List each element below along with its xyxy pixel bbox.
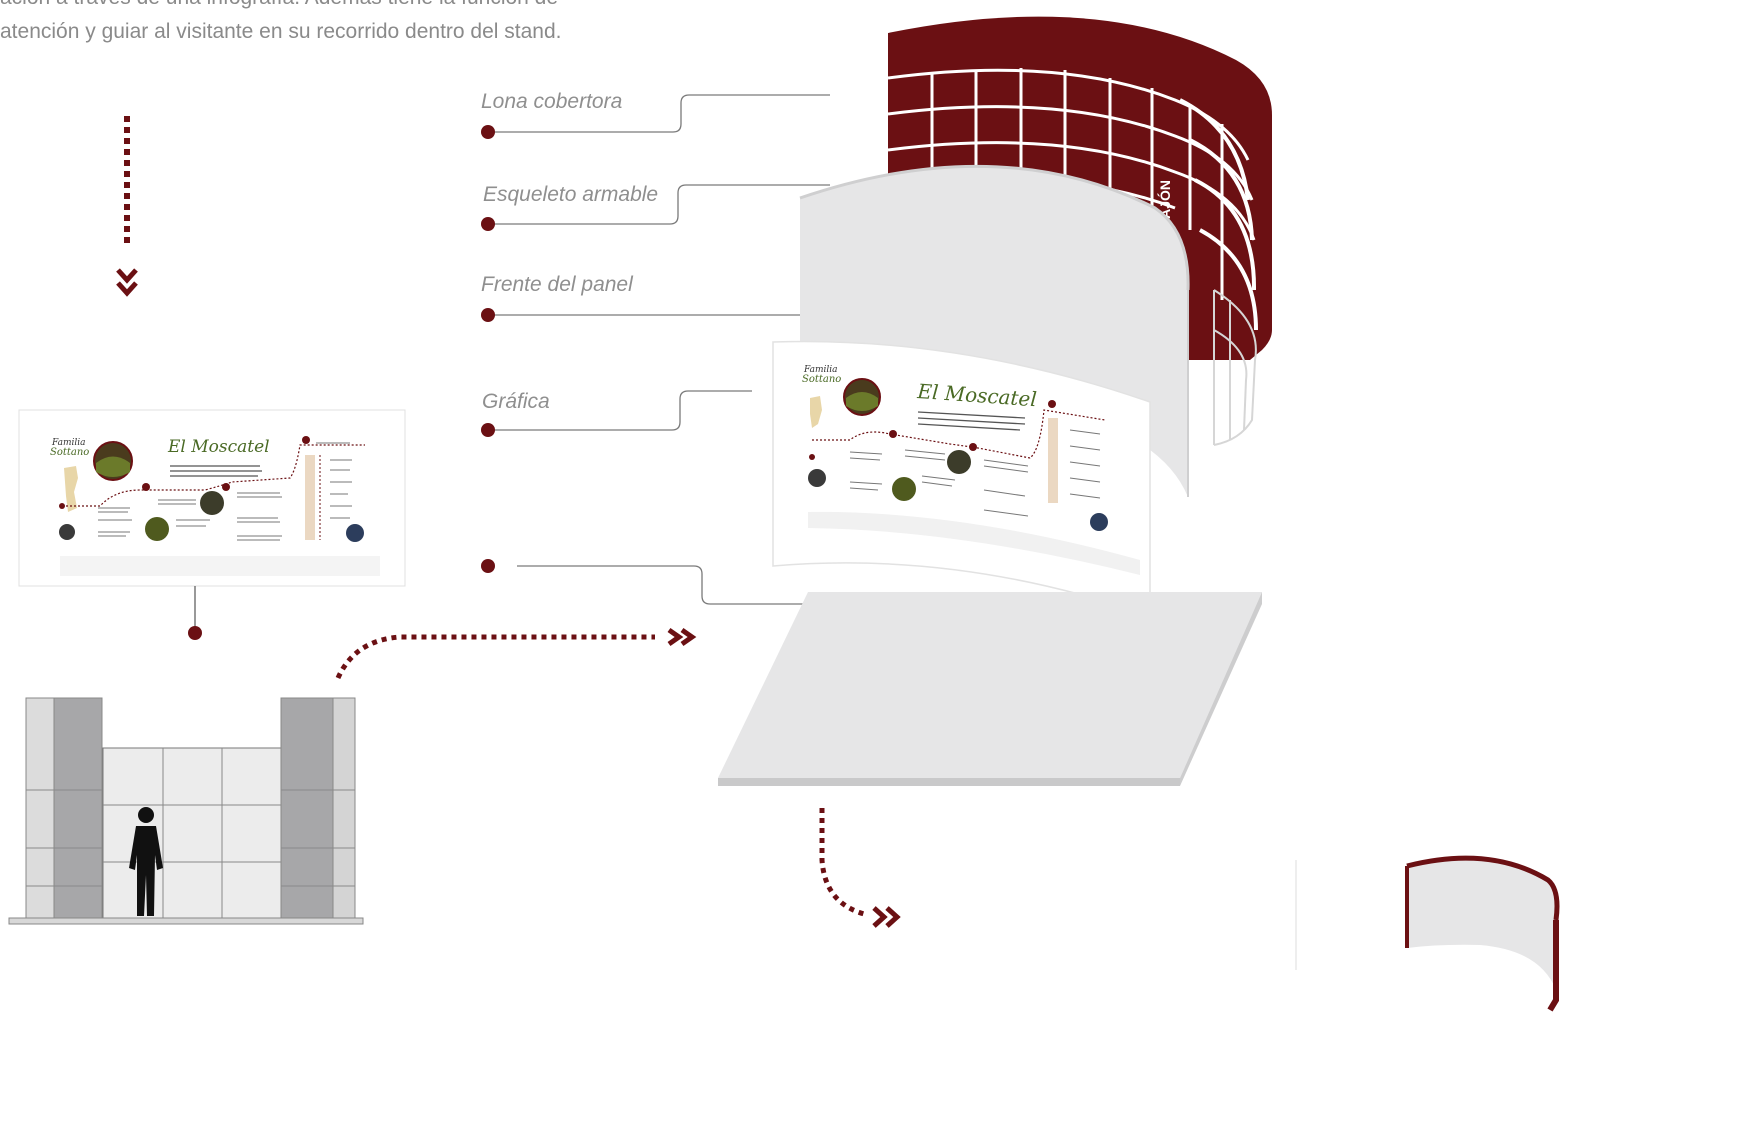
curved-arrow-icon <box>335 627 697 680</box>
intro-text-line-2: atención y guiar al visitante en su reco… <box>0 20 562 43</box>
infographic-flat-preview: Familia Sottano El Moscatel <box>18 409 406 587</box>
svg-text:Sottano: Sottano <box>50 447 89 458</box>
layer-label-frente-del-panel: Frente del panel <box>481 273 633 296</box>
svg-text:Familia: Familia <box>803 365 838 375</box>
down-arrow-icon <box>116 116 138 297</box>
svg-text:Familia: Familia <box>51 438 86 448</box>
bottom-arrow-icon <box>819 808 901 928</box>
stand-elevation <box>8 697 364 925</box>
layer-label-esqueleto-armable: Esqueleto armable <box>483 183 659 206</box>
layer-label-grafica: Gráfica <box>482 390 550 413</box>
intro-text-line-1: ación a través de una infografía. Además… <box>0 0 558 10</box>
infographic-flat-title: El Moscatel <box>167 437 270 457</box>
curved-unit-preview <box>1295 855 1560 1012</box>
base-platform <box>718 592 1262 786</box>
grafica-panel: Familia Sottano El Moscatel <box>772 340 1151 618</box>
layer-dots <box>481 125 495 573</box>
connector-dot <box>188 626 202 640</box>
leader-lines <box>494 94 830 605</box>
person-silhouette-icon <box>129 807 163 916</box>
svg-text:Sottano: Sottano <box>802 374 841 385</box>
layer-label-lona-cobertora: Lona cobertora <box>481 90 623 113</box>
esqueleto-armable <box>1213 289 1257 446</box>
